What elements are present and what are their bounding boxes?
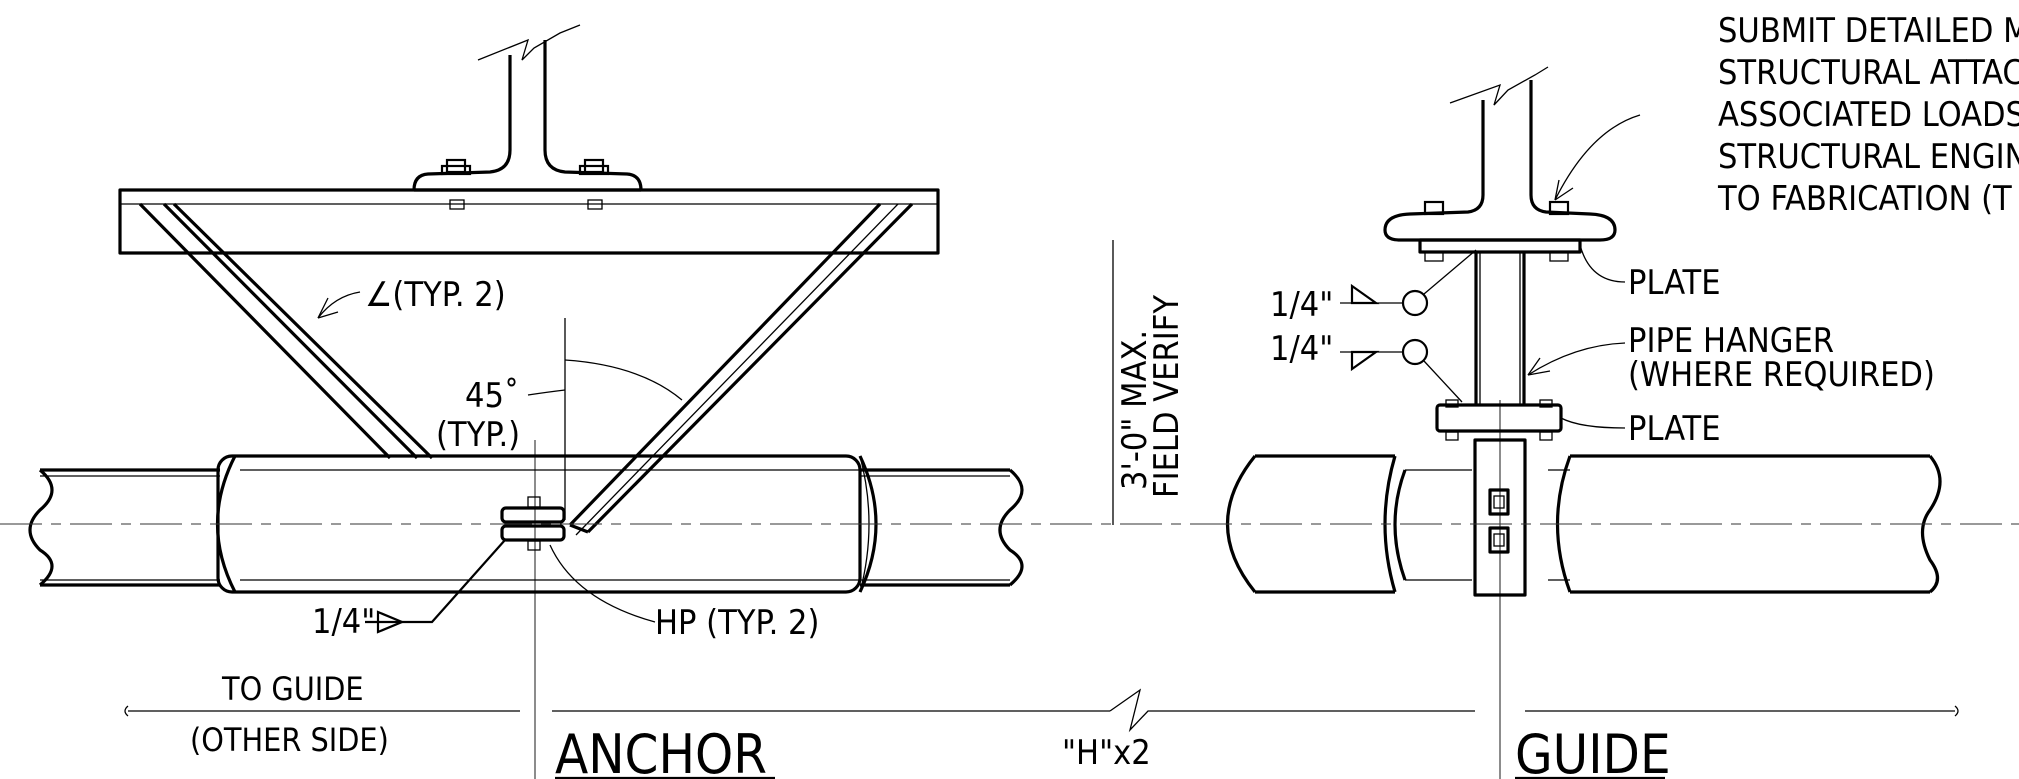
angle-deg-label: 45˚ <box>465 376 519 416</box>
guide-bottom-plate <box>1435 399 1563 441</box>
guide-title: GUIDE <box>1515 723 1671 779</box>
anchor-pipe <box>28 454 1024 594</box>
submit-line-4: STRUCTURAL ENGIN <box>1718 137 2019 177</box>
guide-top-plate <box>1418 238 1582 254</box>
submit-line-2: STRUCTURAL ATTAC <box>1718 53 2019 93</box>
to-guide-label-1: TO GUIDE <box>221 670 364 708</box>
plate-top-label: PLATE <box>1628 263 1721 303</box>
guide-pipe-hanger <box>1474 252 1526 405</box>
guide-weld-size-bottom: 1/4" <box>1270 329 1333 369</box>
guide-weld-size-top: 1/4" <box>1270 285 1333 325</box>
field-verify-label: FIELD VERIFY <box>1147 295 1187 498</box>
plate-top-callout: PLATE <box>1579 244 1721 303</box>
angle-callout: ∠(TYP. 2) <box>317 275 506 319</box>
guide-detail: 1/4" 1/4" PLATE PIPE HANGER (WHERE REQUI… <box>1226 11 2019 779</box>
submit-line-3: ASSOCIATED LOADS <box>1718 95 2019 135</box>
submit-line-5: TO FABRICATION (T <box>1717 179 2012 219</box>
hp-typ-label: HP (TYP. 2) <box>655 603 819 643</box>
guide-structural-member <box>1383 66 1617 262</box>
anchor-structural-member <box>412 24 643 210</box>
anchor-angle-braces <box>138 202 914 536</box>
angle-typ2-label: (TYP.) <box>436 415 520 455</box>
plate-bottom-callout: PLATE <box>1560 409 1721 449</box>
pipe-hanger-label-2: (WHERE REQUIRED) <box>1628 355 1935 395</box>
anchor-title: ANCHOR <box>555 723 767 779</box>
submit-line-1: SUBMIT DETAILED M <box>1718 11 2019 51</box>
anchor-beam <box>118 188 940 255</box>
max-height-dimension: 3'-0" MAX. FIELD VERIFY <box>1112 240 1187 525</box>
pipe-hanger-callout: PIPE HANGER (WHERE REQUIRED) <box>1527 321 1935 395</box>
anchor-weld-symbol: 1/4" <box>312 539 506 642</box>
spacing-label: "H"x2 <box>1062 733 1151 773</box>
plate-bottom-label: PLATE <box>1628 409 1721 449</box>
bottom-annotations: TO GUIDE (OTHER SIDE) "H"x2 ANCHOR GUIDE <box>124 670 1959 779</box>
anchor-plates <box>500 496 566 551</box>
angle-45-callout: 45˚ (TYP.) <box>436 318 683 520</box>
pipe-hanger-label-1: PIPE HANGER <box>1628 321 1834 361</box>
anchor-weld-size-label: 1/4" <box>312 602 375 642</box>
to-guide-label-2: (OTHER SIDE) <box>190 721 389 759</box>
angle-typ-label: ∠(TYP. 2) <box>365 275 506 315</box>
max-height-label: 3'-0" MAX. <box>1115 330 1155 490</box>
guide-weld-symbol-bottom: 1/4" <box>1270 329 1463 403</box>
guide-weld-symbol-top: 1/4" <box>1270 249 1477 325</box>
anchor-hp-callout: HP (TYP. 2) <box>549 544 819 643</box>
anchor-detail: 1/4" HP (TYP. 2) ∠(TYP. 2) 45˚ (TYP.) <box>28 24 1024 779</box>
submit-note: SUBMIT DETAILED M STRUCTURAL ATTAC ASSOC… <box>1554 11 2019 219</box>
